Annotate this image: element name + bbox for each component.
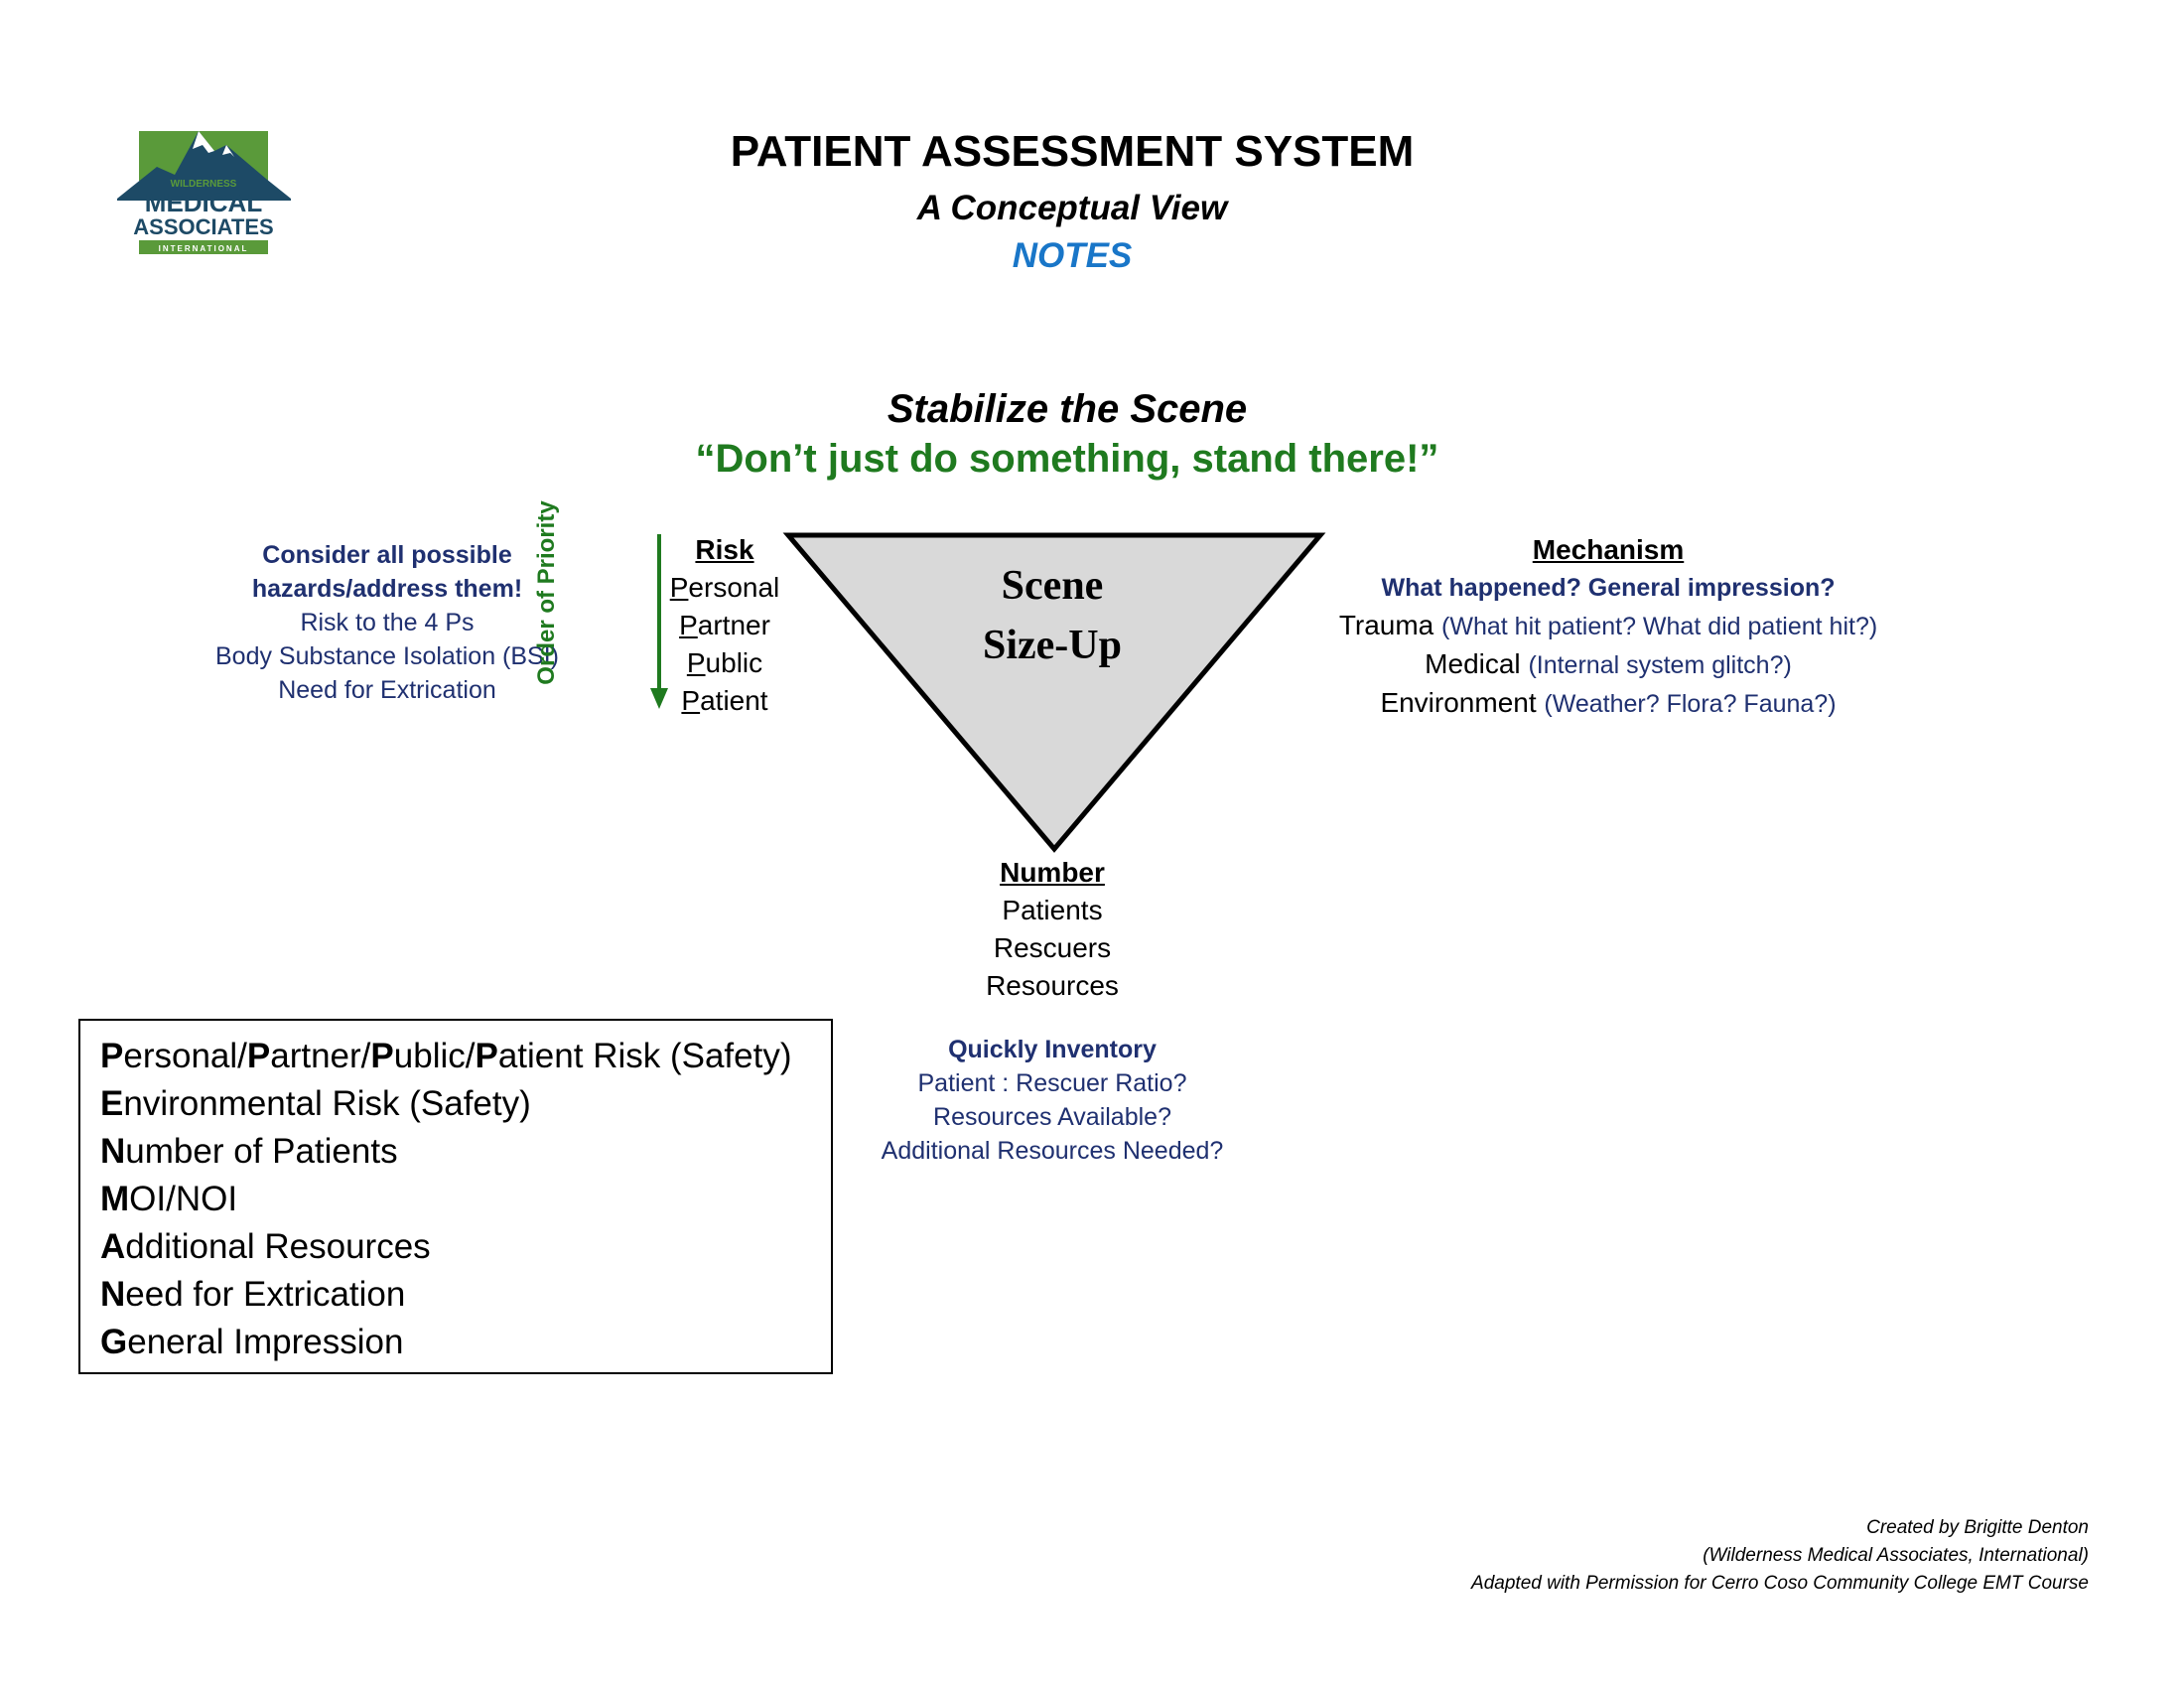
risk-heading: Risk	[695, 534, 754, 565]
section-quote: “Don’t just do something, stand there!”	[695, 437, 1439, 481]
section-title: Stabilize the Scene	[887, 387, 1248, 431]
svg-text:WILDERNESS: WILDERNESS	[171, 179, 237, 190]
credits-line: (Wilderness Medical Associates, Internat…	[1703, 1545, 2089, 1566]
inventory-block: Quickly Inventory Patient : Rescuer Rati…	[824, 1033, 1281, 1168]
scene-label-line2: Size-Up	[983, 623, 1122, 668]
mechanism-question: What happened? General impression?	[1381, 574, 1836, 602]
number-item: Rescuers	[993, 932, 1112, 963]
hazards-item: Body Substance Isolation (BSI)	[214, 642, 560, 670]
scene-size-up-label: Scene Size-Up	[903, 556, 1201, 675]
number-heading: Number	[1000, 857, 1105, 888]
hazards-heading-line2: hazards/address them!	[251, 575, 523, 603]
mechanism-item-trauma: Trauma (What hit patient? What did patie…	[1338, 610, 1878, 640]
mechanism-block: Mechanism What happened? General impress…	[1271, 531, 1946, 723]
mnemonic-row: General Impression	[100, 1323, 404, 1361]
mnemonic-row: Additional Resources	[100, 1227, 431, 1266]
notes-label: NOTES	[1012, 236, 1133, 275]
mnemonic-row: Need for Extrication	[100, 1275, 406, 1314]
risk-block: Risk Personal Partner Public Patient	[665, 531, 784, 720]
number-item: Patients	[1002, 895, 1103, 925]
wilderness-medical-associates-logo: WILDERNESS MEDICAL ASSOCIATES INTERNATIO…	[117, 131, 291, 254]
number-item: Resources	[986, 970, 1119, 1001]
risk-item-patient: Patient	[681, 685, 768, 716]
down-arrow-icon	[650, 534, 668, 709]
hazards-item: Risk to the 4 Ps	[300, 609, 475, 636]
mnemonic-row: MOI/NOI	[100, 1180, 238, 1218]
svg-text:INTERNATIONAL: INTERNATIONAL	[159, 244, 249, 253]
number-block: Number Patients Rescuers Resources	[913, 854, 1191, 1005]
inventory-heading: Quickly Inventory	[948, 1036, 1157, 1063]
hazards-heading-line1: Consider all possible	[262, 541, 512, 569]
mechanism-heading: Mechanism	[1532, 534, 1685, 565]
page-title: PATIENT ASSESSMENT SYSTEM	[730, 127, 1415, 176]
risk-item-personal: Personal	[669, 572, 780, 603]
scene-label-line1: Scene	[1001, 563, 1104, 609]
mechanism-item-environment: Environment (Weather? Flora? Fauna?)	[1380, 687, 1837, 718]
mnemonic-box: Personal/Partner/Public/Patient Risk (Sa…	[78, 1019, 833, 1374]
inventory-item: Additional Resources Needed?	[881, 1137, 1224, 1165]
mnemonic-row: Environmental Risk (Safety)	[100, 1084, 531, 1123]
mechanism-item-medical: Medical (Internal system glitch?)	[1425, 648, 1792, 679]
inventory-item: Patient : Rescuer Ratio?	[917, 1069, 1187, 1097]
mnemonic-row: Number of Patients	[100, 1132, 398, 1171]
page-subtitle: A Conceptual View	[916, 189, 1228, 227]
hazards-item: Need for Extrication	[278, 676, 496, 704]
order-of-priority-label: Order of Priority	[533, 500, 560, 685]
credits-line: Created by Brigitte Denton	[1866, 1517, 2089, 1538]
risk-item-public: Public	[686, 647, 763, 678]
credits-line: Adapted with Permission for Cerro Coso C…	[1471, 1573, 2089, 1594]
svg-text:MEDICAL: MEDICAL	[145, 188, 263, 217]
credits: Created by Brigitte Denton (Wilderness M…	[1295, 1514, 2089, 1598]
svg-text:ASSOCIATES: ASSOCIATES	[133, 214, 273, 239]
scene-size-up-triangle	[782, 532, 1326, 853]
mnemonic-row-4ps: Personal/Partner/Public/Patient Risk (Sa…	[100, 1037, 792, 1075]
inventory-item: Resources Available?	[933, 1103, 1171, 1131]
risk-item-partner: Partner	[679, 610, 770, 640]
hazards-block: Consider all possible hazards/address th…	[179, 538, 596, 707]
